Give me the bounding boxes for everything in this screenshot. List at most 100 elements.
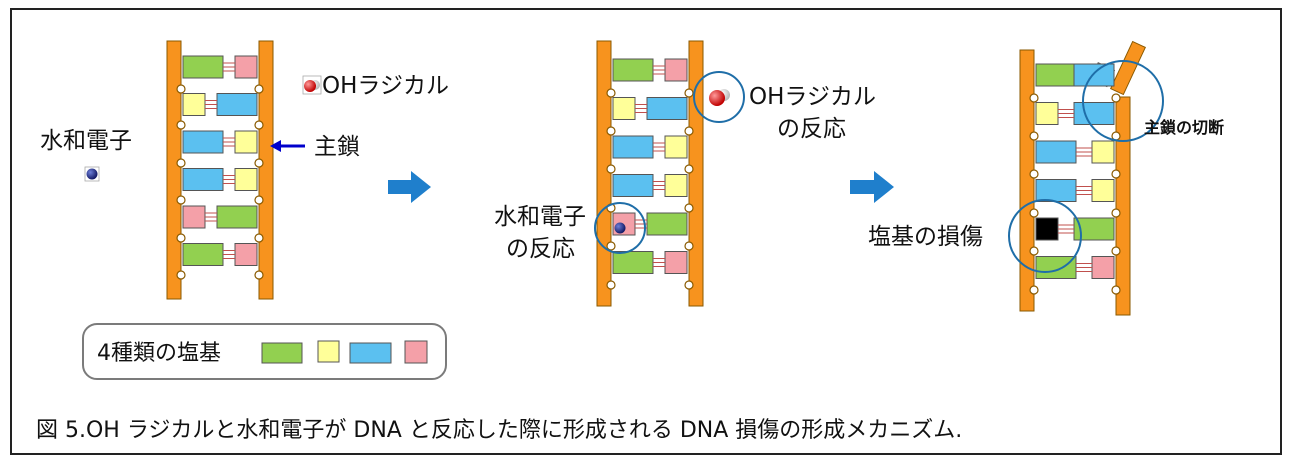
backbone-label: 主鎖 <box>314 134 360 160</box>
oh-radical-label: OHラジカル <box>322 73 449 99</box>
base <box>612 97 636 120</box>
phosphate-node <box>1029 246 1039 256</box>
phosphate-node <box>1111 208 1121 218</box>
figure-frame <box>10 8 1282 455</box>
base <box>1091 179 1115 202</box>
legend-label: 4種類の塩基 <box>97 341 221 366</box>
process-arrow-1 <box>388 171 431 203</box>
base <box>1073 63 1115 87</box>
phosphate-node <box>176 120 186 130</box>
process-arrow-2 <box>850 171 894 203</box>
phosphate-node <box>606 280 616 290</box>
base <box>646 212 688 236</box>
base <box>646 97 688 120</box>
base-pairs <box>606 58 694 290</box>
phosphate-node <box>1111 93 1121 103</box>
base-types-legend: 4種類の塩基 <box>82 323 447 380</box>
base <box>664 251 688 274</box>
phosphate-node <box>1029 131 1039 141</box>
base <box>1035 179 1077 202</box>
electron-reaction-label-line1: 水和電子 <box>494 204 586 230</box>
base-damage-label: 塩基の損傷 <box>868 224 983 250</box>
legend-base-yellow <box>317 340 340 363</box>
phosphate-node <box>1029 208 1039 218</box>
phosphate-node <box>254 270 264 280</box>
phosphate-node <box>254 233 264 243</box>
oh-reaction-label-line2: の反応 <box>777 116 846 142</box>
phosphate-node <box>254 158 264 168</box>
base <box>1091 256 1115 279</box>
phosphate-node <box>1029 93 1039 103</box>
base <box>664 174 688 197</box>
phosphate-node <box>176 233 186 243</box>
backbone-right-broken-fragment <box>1110 40 1146 96</box>
base <box>182 93 206 116</box>
phosphate-node <box>254 84 264 94</box>
base <box>216 93 258 116</box>
phosphate-node <box>1029 169 1039 179</box>
base <box>234 243 258 266</box>
phosphate-node <box>606 88 616 98</box>
backbone-left <box>596 40 612 307</box>
backbone-left <box>1019 49 1035 312</box>
base <box>234 130 258 154</box>
base <box>1091 140 1115 164</box>
phosphate-node <box>176 84 186 94</box>
legend-base-blue <box>349 342 392 364</box>
hydrated-electron-icon <box>614 222 626 234</box>
legend-base-green <box>261 342 303 364</box>
base <box>1073 102 1115 125</box>
base <box>612 251 654 274</box>
legend-base-pink <box>404 340 428 364</box>
hydrated-electron-label: 水和電子 <box>40 128 132 154</box>
phosphate-node <box>684 164 694 174</box>
strand-break-label: 主鎖の切断 <box>1144 118 1224 137</box>
phosphate-node <box>606 241 616 251</box>
base <box>664 58 688 82</box>
base <box>1035 102 1059 125</box>
base <box>612 135 654 159</box>
phosphate-node <box>1111 246 1121 256</box>
backbone-pointer-arrow <box>270 140 305 152</box>
phosphate-node <box>1111 285 1121 295</box>
phosphate-node <box>176 158 186 168</box>
oh-radical-icon <box>302 75 322 95</box>
phosphate-node <box>606 126 616 136</box>
dna-strand-reacting <box>596 40 704 307</box>
phosphate-node <box>254 120 264 130</box>
phosphate-node <box>176 270 186 280</box>
phosphate-node <box>1029 285 1039 295</box>
oh-reaction-circle <box>693 71 745 123</box>
base <box>182 205 206 229</box>
base <box>234 168 258 191</box>
strand-break-circle <box>1082 60 1164 142</box>
phosphate-node <box>684 241 694 251</box>
base <box>1035 63 1077 87</box>
base <box>182 130 224 154</box>
base-pairs <box>176 55 264 280</box>
base <box>182 168 224 191</box>
base <box>612 174 654 197</box>
base <box>1035 140 1077 164</box>
base <box>234 55 258 79</box>
phosphate-node <box>684 280 694 290</box>
phosphate-node <box>254 195 264 205</box>
base <box>612 58 654 82</box>
phosphate-node <box>684 88 694 98</box>
oh-radical-icon <box>709 89 730 106</box>
phosphate-node <box>684 203 694 213</box>
figure-caption: 図 5.OH ラジカルと水和電子が DNA と反応した際に形成される DNA 損… <box>36 418 962 443</box>
backbone-right <box>258 40 274 300</box>
phosphate-node <box>684 126 694 136</box>
base-pairs <box>1029 63 1121 295</box>
base <box>216 205 258 229</box>
backbone-left <box>166 40 182 300</box>
base <box>664 135 688 159</box>
hydrated-electron-icon <box>84 166 100 182</box>
dna-strand-intact <box>166 40 274 300</box>
phosphate-node <box>606 164 616 174</box>
base <box>182 243 224 266</box>
phosphate-node <box>176 195 186 205</box>
base <box>182 55 224 79</box>
